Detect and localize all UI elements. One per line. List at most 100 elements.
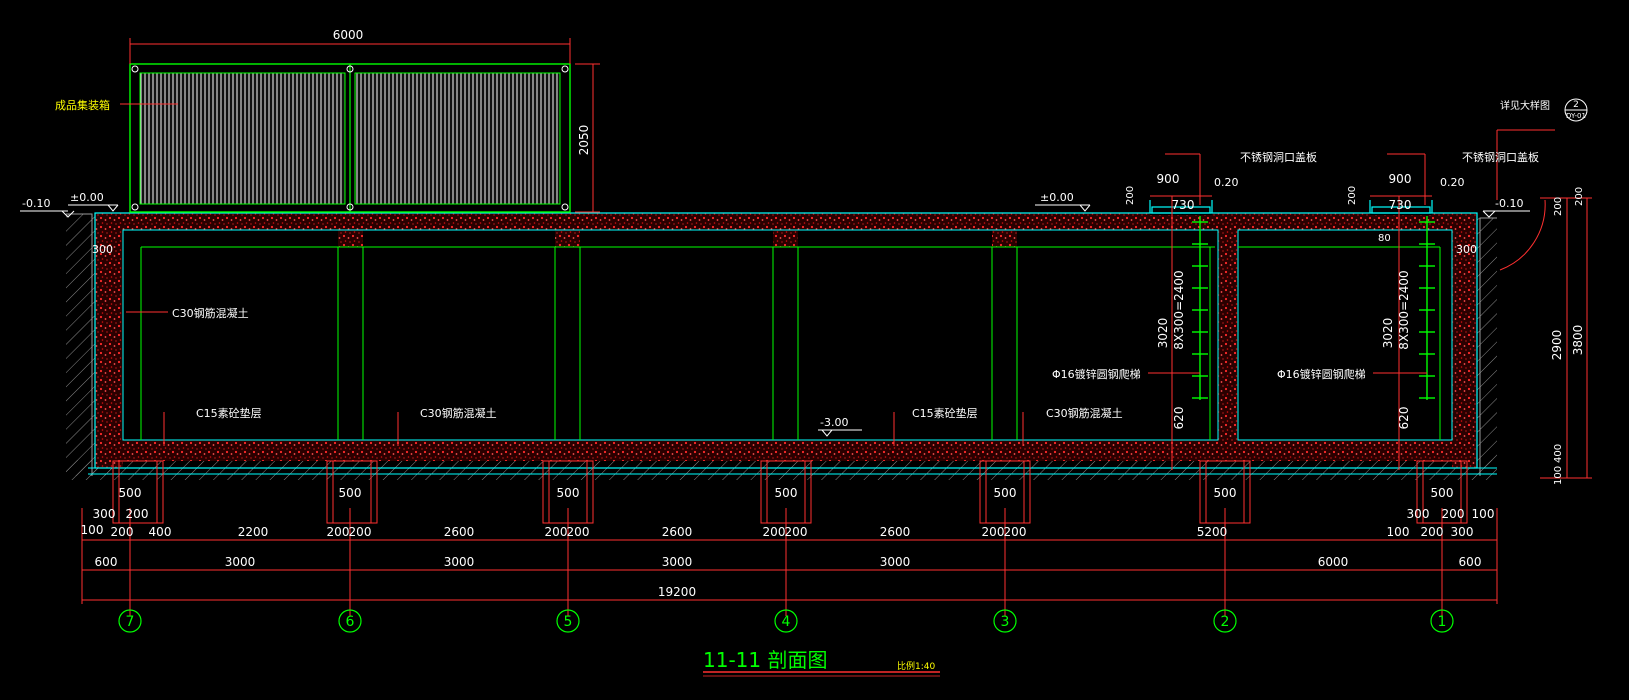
dim-row2: 600 <box>95 555 118 569</box>
dim-row1: 300 <box>1451 525 1474 539</box>
right-100: 100 <box>1553 466 1564 485</box>
dim-row1: 200 <box>327 525 350 539</box>
leaders <box>120 103 1427 446</box>
pile-width: 500 <box>775 486 798 500</box>
hatch-2-inner-dim: 730 <box>1389 198 1412 212</box>
ladder-1-bottom: 620 <box>1172 407 1186 430</box>
dim-80: 80 <box>1378 233 1391 244</box>
label-ladder-1: Φ16镀锌圆钢爬梯 <box>1052 367 1141 381</box>
pile-width: 500 <box>119 486 142 500</box>
axis-circles <box>118 609 1454 633</box>
drawing-title: 11-11 剖面图 <box>703 648 827 672</box>
label-cover-2: 不锈钢洞口盖板 <box>1462 150 1539 164</box>
dim-row1: 200 <box>1421 525 1444 539</box>
dim-row1: 200 <box>111 525 134 539</box>
dim-row2: 3000 <box>880 555 911 569</box>
axis-7: 7 <box>126 614 135 630</box>
dim-row1: 200 <box>982 525 1005 539</box>
dim-row1: 200 <box>349 525 372 539</box>
ladder-1-spacing: 8X300=2400 <box>1172 270 1186 349</box>
dim-row1: 200 <box>567 525 590 539</box>
dim-row1: 200 <box>1004 525 1027 539</box>
container <box>129 63 571 213</box>
dim-200b: 200 <box>1347 186 1358 205</box>
label-cover-1: 不锈钢洞口盖板 <box>1240 150 1317 164</box>
dim-row1: 100 <box>81 523 104 537</box>
dim-row1: 300 <box>93 507 116 521</box>
dimension-lines <box>81 38 1592 616</box>
label-c30-left: C30钢筋混凝土 <box>172 306 249 320</box>
dim-200c: 200 <box>1553 197 1564 216</box>
dim-row1: 2600 <box>444 525 475 539</box>
pile-width: 500 <box>339 486 362 500</box>
label-ladder-2: Φ16镀锌圆钢爬梯 <box>1277 367 1366 381</box>
elevation-hatch-2: 0.20 <box>1440 176 1465 189</box>
wall-300-right: 300 <box>1456 243 1477 256</box>
dim-200d: 200 <box>1574 187 1585 206</box>
dim-200a: 200 <box>1125 186 1136 205</box>
detail-number: 2 <box>1573 100 1579 110</box>
dim-row1: 200 <box>763 525 786 539</box>
drawing-scale: 比例1:40 <box>897 660 935 672</box>
container-label: 成品集装箱 <box>55 98 110 112</box>
axis-3: 3 <box>1001 614 1010 630</box>
pile-width: 500 <box>1431 486 1454 500</box>
dim-row1: 2600 <box>880 525 911 539</box>
container-width-dim: 6000 <box>333 28 364 42</box>
dim-row2: 3000 <box>662 555 693 569</box>
container-height-dim: 2050 <box>577 125 591 156</box>
hatch-covers <box>1149 200 1433 214</box>
ladder-2-spacing: 8X300=2400 <box>1397 270 1411 349</box>
hatch-2-outer-dim: 900 <box>1389 172 1412 186</box>
pile-width: 500 <box>557 486 580 500</box>
label-c15-left: C15素砼垫层 <box>196 406 262 420</box>
elevation-mid-top: ±0.00 <box>1040 191 1074 204</box>
ladder-1 <box>1192 216 1208 400</box>
dim-row2: 600 <box>1459 555 1482 569</box>
hatch-1-inner-dim: 730 <box>1172 198 1195 212</box>
axis-6: 6 <box>346 614 355 630</box>
ladder-1-height: 3020 <box>1156 318 1170 349</box>
interior-lines <box>140 246 1441 440</box>
dim-total: 19200 <box>658 585 696 599</box>
dim-row1: 100 <box>1472 507 1495 521</box>
ladder-2 <box>1419 216 1435 400</box>
dim-row1: 100 <box>1387 525 1410 539</box>
right-2900: 2900 <box>1550 330 1564 361</box>
dim-row2: 3000 <box>225 555 256 569</box>
dim-row1: 300 <box>1407 507 1430 521</box>
elevation-hatch-1: 0.20 <box>1214 176 1239 189</box>
dim-row1: 200 <box>545 525 568 539</box>
label-detail-ref: 详见大样图 <box>1500 99 1550 112</box>
elevation-left-top: ±0.00 <box>70 191 104 204</box>
dim-row1: 2600 <box>662 525 693 539</box>
right-3800: 3800 <box>1571 325 1585 356</box>
wall-300-left: 300 <box>92 243 113 256</box>
axis-1: 1 <box>1438 614 1447 630</box>
pile-width: 500 <box>1214 486 1237 500</box>
dim-row1: 200 <box>1442 507 1465 521</box>
elevation-bottom: -3.00 <box>820 416 848 429</box>
axis-2: 2 <box>1221 614 1230 630</box>
dim-row2: 3000 <box>444 555 475 569</box>
dim-row1: 5200 <box>1197 525 1228 539</box>
dim-row1: 200 <box>785 525 808 539</box>
elevation-right-outer: -0.10 <box>1495 197 1523 210</box>
title-underline <box>703 671 940 677</box>
elevation-left-outer: -0.10 <box>22 197 50 210</box>
right-400: 400 <box>1553 444 1564 463</box>
tank-structure <box>88 200 1497 475</box>
dim-row2: 6000 <box>1318 555 1349 569</box>
axis-5: 5 <box>564 614 573 630</box>
label-c30-right: C30钢筋混凝土 <box>1046 406 1123 420</box>
dim-row1: 200 <box>126 507 149 521</box>
ladder-2-bottom: 620 <box>1397 407 1411 430</box>
ladder-2-height: 3020 <box>1381 318 1395 349</box>
label-c30-mid: C30钢筋混凝土 <box>420 406 497 420</box>
dim-row1: 2200 <box>238 525 269 539</box>
detail-sheet: DY-01 <box>1566 112 1586 120</box>
hatch-1-outer-dim: 900 <box>1157 172 1180 186</box>
label-c15-mid: C15素砼垫层 <box>912 406 978 420</box>
axis-4: 4 <box>782 614 791 630</box>
